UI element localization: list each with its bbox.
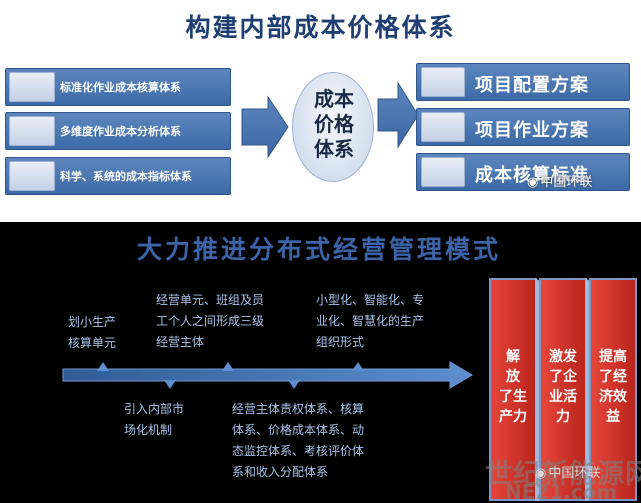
above-note-2: 经营单元、班组及员 工个人之间形成三级 经营主体 [156,293,265,349]
right-item-3: 成本核算标准 [416,153,630,191]
result-panel-3 [589,278,637,501]
bottom-title: 大力推进分布式经营管理模式 [137,235,502,264]
tick-up-1 [97,362,109,371]
below-note-1: 引入内部市 场化机制 [124,402,185,437]
wechat-icon: ◉ [527,175,539,190]
left-item-3-label: 科学、系统的成本指标体系 [60,170,192,183]
left-item-1-square [9,72,55,102]
panel-2-label: 激发 了企 业活 力 [549,349,577,425]
above-note-3: 小型化、智能化、专 业化、智慧化的生产 组织形式 [316,293,425,349]
center-line-1: 成本 [314,87,354,111]
left-item-2: 多维度作业成本分析体系 [5,112,231,150]
above-note-1: 划小生产 核算单元 [68,315,117,350]
right-item-1-label: 项目配置方案 [475,75,589,96]
top-diagram: 构建内部成本价格体系 标准化作业成本核算体系 多维度作业成本分析体系 科学、系统… [0,0,641,222]
wechat-icon-bottom: ◉ [535,466,547,481]
bottom-diagram: 大力推进分布式经营管理模式 [0,222,641,503]
top-watermark: ◉中国环联 [527,171,592,190]
right-item-1: 项目配置方案 [416,63,630,101]
center-line-2: 价格 [314,112,354,136]
bottom-watermark: ◉中国环联 [535,462,600,481]
left-block-arrow [241,95,289,159]
left-item-2-label: 多维度作业成本分析体系 [60,125,181,138]
bottom-watermark-site: 世纪新能源网 [485,459,641,490]
right-block-arrow [377,81,419,149]
right-item-2-square [421,112,465,142]
top-title: 构建内部成本价格体系 [185,13,456,42]
left-item-3: 科学、系统的成本指标体系 [5,157,231,195]
left-item-1-label: 标准化作业成本核算体系 [60,81,181,94]
right-item-3-square [421,157,465,187]
left-item-2-square [9,116,55,146]
bottom-watermark-text: 中国环联 [548,466,601,481]
below-note-2: 经营主体责权体系、核算 体系、价格成本体系、动 态监控体系、考核评价体 系和收入… [232,402,365,479]
center-ellipse: 成本 价格 体系 [292,72,374,182]
center-ellipse-text: 成本 价格 体系 [293,87,375,162]
tick-down-1 [164,380,176,389]
left-item-3-square [9,161,55,191]
panel-1-label: 解 放 了生 产力 [499,349,527,425]
tick-up-3 [352,362,364,371]
timeline-arrow [62,361,473,389]
right-item-3-label: 成本核算标准 [475,165,589,186]
left-item-1: 标准化作业成本核算体系 [5,68,231,106]
tick-up-2 [222,362,234,371]
panel-3-label: 提高 了经 济效 益 [599,349,627,425]
tick-down-2 [288,380,300,389]
right-item-1-square [421,67,465,97]
top-watermark-text: 中国环联 [540,175,593,190]
center-line-3: 体系 [314,137,354,161]
bottom-graphics [62,278,637,501]
right-item-2-label: 项目作业方案 [475,120,589,141]
top-arrows [241,81,419,159]
right-item-2: 项目作业方案 [416,108,630,146]
bottom-watermark-url: NE21.com [505,480,618,503]
